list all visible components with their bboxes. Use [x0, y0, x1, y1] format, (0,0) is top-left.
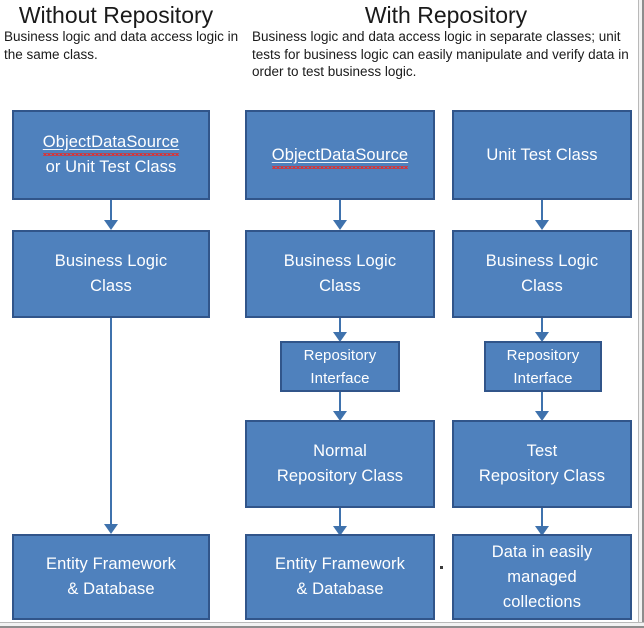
node-objectdatasource-col2: ObjectDataSource	[245, 110, 435, 200]
node-repository-interface-col3: Repository Interface	[484, 341, 602, 392]
node-label-and-database: & Database	[67, 580, 155, 598]
node-label-repository-class: Repository Class	[478, 467, 606, 485]
node-repository-interface-col2: Repository Interface	[280, 341, 400, 392]
node-label-test: Test	[526, 442, 558, 460]
arrow-repository-interface-to-test-repository-col3	[535, 392, 549, 421]
arrow-objectdatasource-to-business-logic	[104, 200, 118, 230]
node-label-entity-framework: Entity Framework	[46, 555, 176, 573]
node-label-repository: Repository	[303, 346, 377, 364]
node-label-or-unit-test-class: or Unit Test Class	[45, 158, 177, 176]
node-business-logic-class-col2: Business Logic Class	[245, 230, 435, 318]
node-label-class: Class	[319, 277, 361, 295]
node-data-in-easily-managed-collections: Data in easily managed collections	[452, 534, 632, 620]
node-label-interface: Interface	[310, 369, 370, 387]
node-business-logic-class-col3: Business Logic Class	[452, 230, 632, 318]
node-objectdatasource-or-unit-test-class: ObjectDataSource or Unit Test Class	[12, 110, 210, 200]
node-entity-framework-and-database-col2: Entity Framework & Database	[245, 534, 435, 620]
arrow-objectdatasource-to-business-logic-col2	[333, 200, 347, 230]
stray-dot-artifact	[440, 566, 443, 569]
node-label-class: Class	[521, 277, 563, 295]
arrow-business-logic-to-repository-interface-col3	[535, 318, 549, 342]
node-label-collections: collections	[502, 592, 582, 611]
node-unit-test-class: Unit Test Class	[452, 110, 632, 200]
node-label-and-database: & Database	[296, 580, 384, 598]
frame-edge-bottom	[0, 622, 644, 628]
arrow-normal-repository-to-entity-framework	[333, 508, 347, 536]
column-subtitle-without-repository: Business logic and data access logic in …	[4, 29, 239, 62]
node-label-objectdatasource: ObjectDataSource	[42, 133, 180, 151]
node-label-entity-framework: Entity Framework	[275, 555, 405, 573]
node-label-objectdatasource: ObjectDataSource	[271, 145, 409, 164]
node-label-unit-test-class: Unit Test Class	[486, 145, 598, 164]
node-business-logic-class-col1: Business Logic Class	[12, 230, 210, 318]
node-label-normal: Normal	[313, 442, 367, 460]
node-label-interface: Interface	[513, 369, 573, 387]
node-entity-framework-and-database-col1: Entity Framework & Database	[12, 534, 210, 620]
arrow-business-logic-to-entity-framework	[104, 318, 118, 534]
frame-edge-right	[638, 0, 644, 628]
node-label-business-logic: Business Logic	[485, 252, 599, 270]
arrow-unit-test-to-business-logic-col3	[535, 200, 549, 230]
node-label-business-logic: Business Logic	[283, 252, 397, 270]
column-title-without-repository: Without Repository	[18, 2, 214, 28]
node-label-repository-class: Repository Class	[276, 467, 404, 485]
node-label-business-logic: Business Logic	[54, 252, 168, 270]
arrow-test-repository-to-data-collections	[535, 508, 549, 536]
arrow-repository-interface-to-normal-repository-col2	[333, 392, 347, 421]
node-label-managed: managed	[507, 567, 577, 586]
node-normal-repository-class: Normal Repository Class	[245, 420, 435, 508]
node-label-data-in-easily: Data in easily	[491, 542, 593, 561]
column-title-with-repository: With Repository	[364, 2, 528, 28]
column-subtitle-with-repository: Business logic and data access logic in …	[252, 29, 629, 79]
arrow-business-logic-to-repository-interface-col2	[333, 318, 347, 342]
node-test-repository-class: Test Repository Class	[452, 420, 632, 508]
node-label-class: Class	[90, 277, 132, 295]
node-label-repository: Repository	[506, 346, 580, 364]
